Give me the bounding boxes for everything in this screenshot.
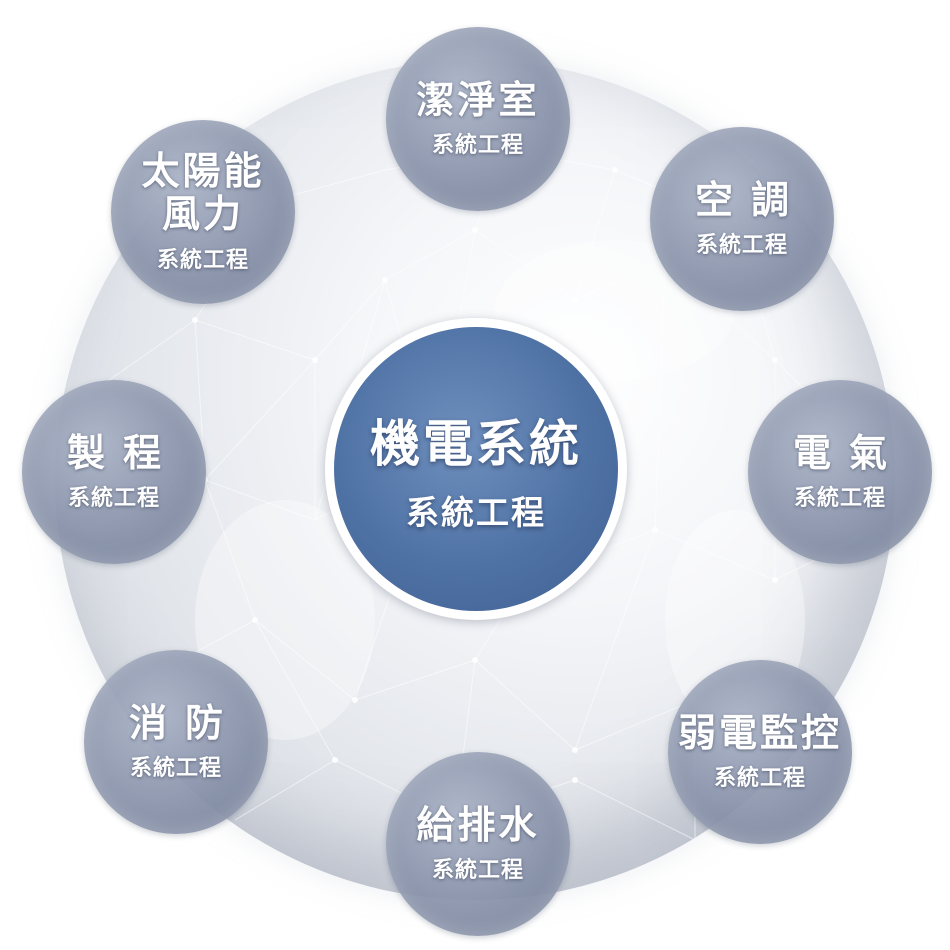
node-plumbing[interactable]: 給排水 系統工程	[386, 752, 570, 936]
node-low-voltage-title: 弱電監控	[677, 710, 842, 755]
center-title: 機電系統	[370, 415, 582, 473]
node-solar-wind-title: 太陽能 風力	[141, 149, 265, 236]
node-process-title: 製程	[66, 430, 179, 475]
node-hvac[interactable]: 空調 系統工程	[650, 127, 834, 311]
node-cleanroom[interactable]: 潔淨室 系統工程	[386, 27, 570, 211]
node-fire-subtitle: 系統工程	[129, 756, 222, 782]
node-hvac-subtitle: 系統工程	[695, 233, 788, 259]
node-fire-title: 消防	[128, 700, 241, 745]
node-low-voltage-subtitle: 系統工程	[713, 766, 806, 792]
node-low-voltage[interactable]: 弱電監控 系統工程	[668, 660, 852, 844]
node-electrical[interactable]: 電氣 系統工程	[748, 380, 932, 564]
center-subtitle: 系統工程	[406, 493, 546, 532]
node-electrical-title: 電氣	[792, 430, 905, 475]
node-solar-wind[interactable]: 太陽能 風力 系統工程	[111, 120, 295, 304]
node-fire[interactable]: 消防 系統工程	[84, 650, 268, 834]
center-hub[interactable]: 機電系統 系統工程	[334, 327, 618, 611]
node-plumbing-title: 給排水	[416, 802, 540, 847]
node-cleanroom-subtitle: 系統工程	[431, 133, 524, 159]
node-solar-wind-subtitle: 系統工程	[156, 247, 249, 273]
node-electrical-subtitle: 系統工程	[793, 486, 886, 512]
node-process-subtitle: 系統工程	[67, 486, 160, 512]
node-process[interactable]: 製程 系統工程	[22, 380, 206, 564]
node-plumbing-subtitle: 系統工程	[431, 858, 524, 884]
node-hvac-title: 空調	[694, 177, 807, 222]
node-cleanroom-title: 潔淨室	[416, 77, 540, 122]
